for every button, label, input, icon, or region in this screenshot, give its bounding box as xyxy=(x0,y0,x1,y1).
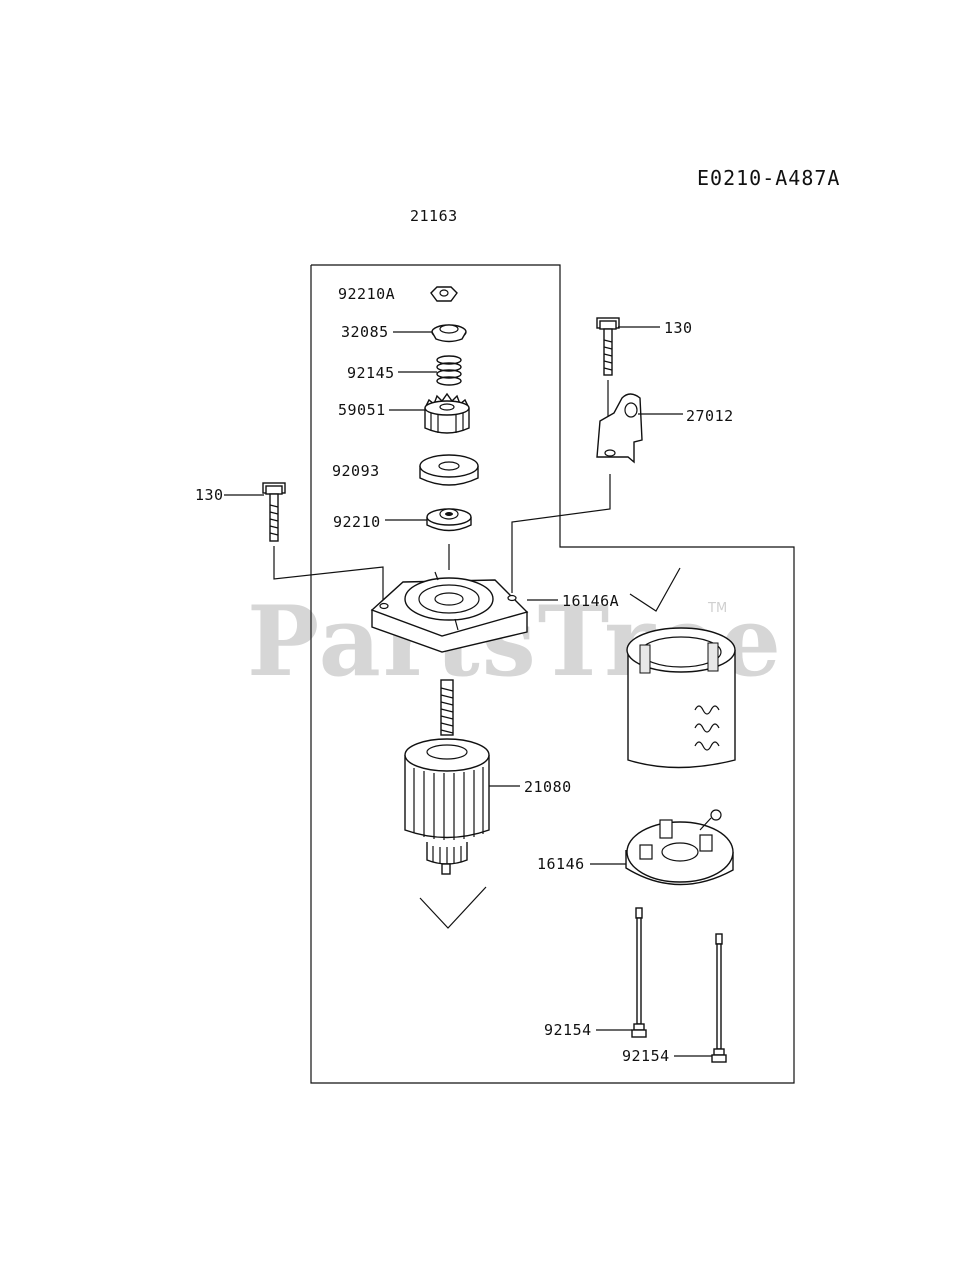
diagram-code: E0210-A487A xyxy=(697,166,840,190)
bolt-130-left[interactable] xyxy=(262,482,286,542)
callout-59051: 59051 xyxy=(338,401,386,419)
yoke-housing[interactable] xyxy=(626,627,736,769)
assembly-number: 21163 xyxy=(410,207,458,225)
callout-21080: 21080 xyxy=(524,778,572,796)
callout-92145: 92145 xyxy=(347,364,395,382)
collar-32085[interactable] xyxy=(431,324,467,343)
callout-130-right: 130 xyxy=(664,319,693,337)
leader-27012-to-cover xyxy=(511,474,611,593)
brush-holder-16146[interactable] xyxy=(625,809,734,886)
callout-16146: 16146 xyxy=(537,855,585,873)
callout-27012: 27012 xyxy=(686,407,734,425)
nut-92210[interactable] xyxy=(426,508,472,532)
end-cover-16146A[interactable] xyxy=(370,571,529,653)
callout-92154-b: 92154 xyxy=(622,1047,670,1065)
pinion-gear-59051[interactable] xyxy=(424,392,470,434)
leader-130-left-to-cover xyxy=(273,546,384,604)
callout-92154-a: 92154 xyxy=(544,1021,592,1039)
bolt-130-right[interactable] xyxy=(596,317,620,376)
callout-92210A: 92210A xyxy=(338,285,395,303)
leader-armature-bottom xyxy=(419,886,487,929)
nut-92210A[interactable] xyxy=(430,286,458,302)
callout-32085: 32085 xyxy=(341,323,389,341)
assembly-frame xyxy=(310,264,795,1084)
through-bolt-92154-b[interactable] xyxy=(711,933,727,1063)
armature-21080[interactable] xyxy=(404,679,490,875)
spring-92145[interactable] xyxy=(436,355,462,386)
mounting-bracket-27012[interactable] xyxy=(596,393,643,464)
through-bolt-92154-a[interactable] xyxy=(631,907,647,1038)
callout-16146A: 16146A xyxy=(562,592,619,610)
washer-92093[interactable] xyxy=(419,454,479,486)
callout-92210: 92210 xyxy=(333,513,381,531)
watermark-trademark: TM xyxy=(707,601,727,616)
leader-yoke-top xyxy=(629,567,681,612)
callout-130-left: 130 xyxy=(195,486,224,504)
callout-92093: 92093 xyxy=(332,462,380,480)
